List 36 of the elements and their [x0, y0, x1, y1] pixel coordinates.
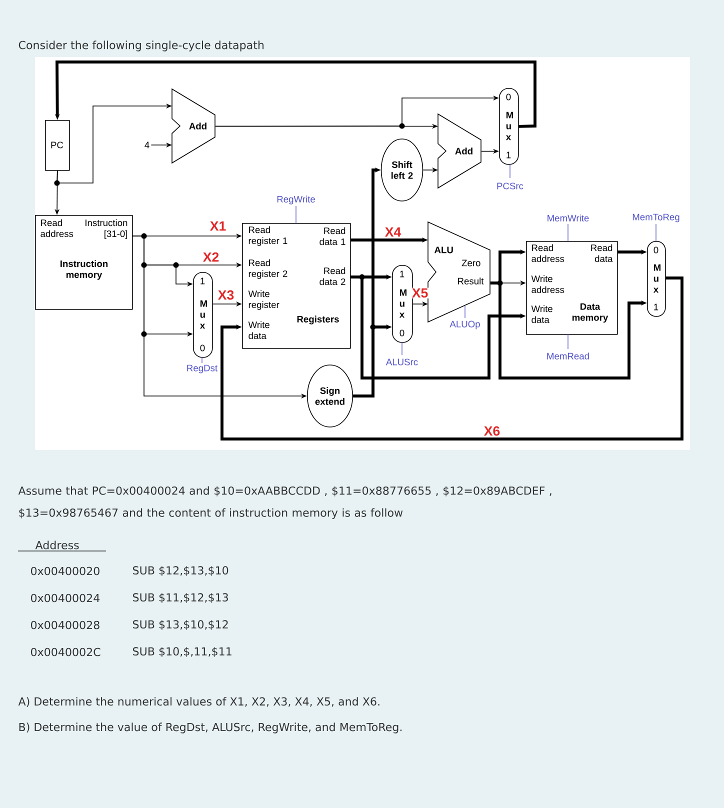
arrow: [220, 276, 684, 440]
control-signal-label: MemWrite: [548, 214, 589, 222]
edge-label: X4: [384, 226, 402, 238]
control-signal-label: MemRead: [547, 352, 589, 360]
multiplexer-box: 0 M u x 1: [647, 241, 666, 317]
edge-label: X5: [411, 288, 429, 298]
table-cell: 0x00400028: [31, 620, 100, 630]
multiplexer-box: 1 M u x 0: [193, 272, 213, 358]
pc-register-box: PC: [45, 120, 70, 171]
edge-label: X3: [217, 290, 235, 300]
control-signal-label: PCSrc: [497, 182, 524, 190]
question-text: B) Determine the value of RegDst, ALUSrc, RegWrite, and MemToReg.: [19, 722, 402, 734]
control-signal-label: RegDst: [187, 364, 218, 374]
control-signal-label: ALUOp: [450, 320, 480, 330]
edge-label: X6: [483, 426, 501, 436]
edge-label: X1: [209, 220, 227, 232]
heading: Consider the following single-cycle datapath: [18, 40, 264, 52]
table-cell: SUB $12,$13,$10: [133, 566, 228, 576]
constant-label: 4: [144, 142, 150, 148]
register-file-box: Read register 1 Read register 2 Write register Write data Read data 1 Read data 2 Registers: [242, 223, 351, 349]
table-header: Address: [35, 540, 79, 550]
table-cell: SUB $10,$,11,$11: [133, 647, 232, 658]
control-signal-label: MemToReg: [632, 214, 680, 222]
table-cell: 0x0040002C: [31, 648, 100, 656]
edge-label: X2: [202, 252, 220, 262]
table-cell: SUB $11,$12,$13: [133, 593, 228, 604]
table-cell: SUB $13,$10,$12: [133, 620, 228, 630]
question-text: A) Determine the numerical values of X1, X2, X3, X4, X5, and X6.: [18, 697, 380, 707]
table-cell: 0x00400020: [31, 566, 100, 576]
paragraph: Assume that PC=0x00400024 and $10=0xAABBCCDD , $11=0x88776655 , $12=0x89ABCDEF , $13=0x98765467 and the content of instruction memory is as follow: [18, 486, 552, 519]
data-memory-box: Read address Read data Write address Write data Data memory: [526, 241, 618, 335]
table-cell: 0x00400024: [31, 594, 100, 602]
instruction-memory-box: Read address Instruction [31-0] Instruction memory: [35, 215, 133, 310]
control-signal-label: RegWrite: [277, 196, 315, 204]
control-signal-label: ALUSrc: [386, 358, 418, 366]
multiplexer-box: 0 M u x 1: [499, 88, 519, 165]
